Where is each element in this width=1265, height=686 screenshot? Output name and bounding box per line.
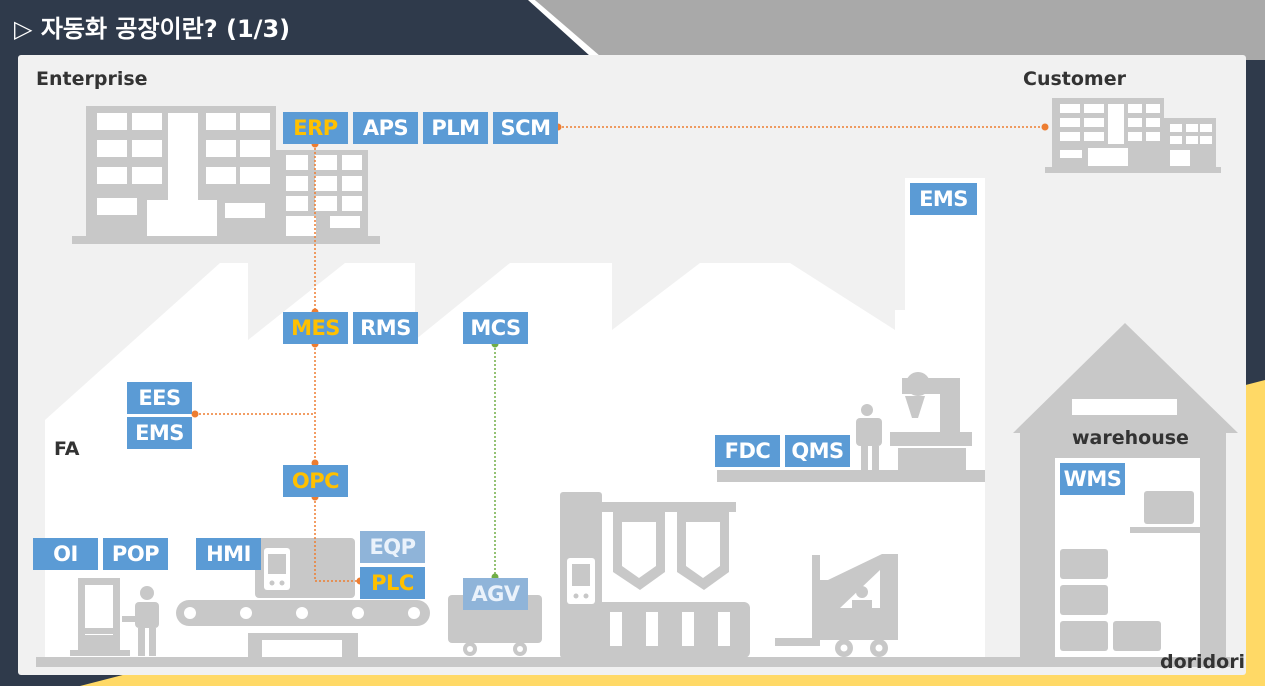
ems-top-tag: EMS [910,183,977,215]
worker-figure-lower [122,586,159,656]
page-title: ▷ 자동화 공장이란? (1/3) [14,14,291,43]
fa-label: FA [54,438,80,460]
credit-label: doridori [1160,651,1246,673]
floor-line [36,657,1230,667]
rms-tag: RMS [353,312,418,344]
mcs-tag: MCS [463,312,528,344]
hmi-tag: HMI [196,538,261,570]
robot-arm-shape [890,372,972,470]
wms-tag: WMS [1060,463,1125,495]
opc-tag: OPC [283,465,348,497]
warehouse-label: warehouse [1072,427,1189,449]
scm-tag: SCM [493,112,558,144]
aps-tag: APS [353,112,418,144]
agv-tag: AGV [463,578,528,610]
pop-tag: POP [103,538,168,570]
qms-tag: QMS [785,435,850,467]
customer-label: Customer [1023,68,1126,90]
plm-tag: PLM [423,112,488,144]
ems-tag: EMS [127,417,192,449]
enterprise-label: Enterprise [36,68,148,90]
warehouse-roof [1013,323,1238,433]
ees-tag: EES [127,382,192,414]
plc-tag: PLC [360,567,425,599]
orange-links [195,126,1045,582]
conveyor-shape [176,538,430,657]
mes-tag: MES [283,312,348,344]
eqp-tag: EQP [360,531,425,563]
worker-figure-upper [856,404,882,470]
erp-tag: ERP [283,112,348,144]
fdc-tag: FDC [715,435,780,467]
oi-tag: OI [33,538,98,570]
